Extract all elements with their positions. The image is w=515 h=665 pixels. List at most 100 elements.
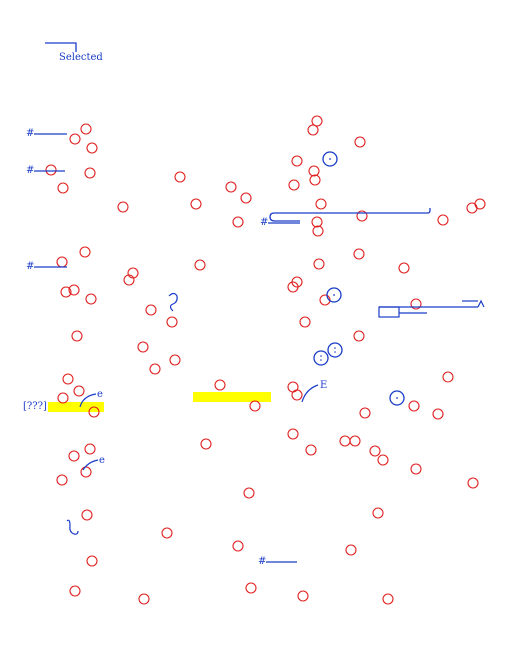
red-circle-marker[interactable] bbox=[166, 316, 178, 328]
red-circle-marker[interactable] bbox=[245, 582, 257, 594]
letter-E-label: E bbox=[320, 380, 328, 391]
red-circle-marker[interactable] bbox=[442, 371, 454, 383]
blue-circle[interactable] bbox=[322, 151, 338, 167]
red-circle-marker[interactable] bbox=[249, 400, 261, 412]
red-circle-marker[interactable] bbox=[80, 123, 92, 135]
highlight-bar bbox=[193, 392, 271, 402]
red-circle-marker[interactable] bbox=[287, 428, 299, 440]
red-circle-marker[interactable] bbox=[169, 354, 181, 366]
red-circle-marker[interactable] bbox=[353, 248, 365, 260]
red-circle-marker[interactable] bbox=[138, 593, 150, 605]
red-circle-marker[interactable] bbox=[85, 293, 97, 305]
red-circle-marker[interactable] bbox=[232, 540, 244, 552]
blue-circle[interactable] bbox=[389, 390, 405, 406]
curve-marks bbox=[66, 292, 319, 535]
red-circle-marker[interactable] bbox=[432, 408, 444, 420]
red-circle-marker[interactable] bbox=[81, 509, 93, 521]
red-circle-marker[interactable] bbox=[311, 115, 323, 127]
blue-circle[interactable] bbox=[326, 287, 342, 303]
red-circle-marker[interactable] bbox=[84, 167, 96, 179]
red-circle-marker[interactable] bbox=[305, 444, 317, 456]
red-circle-marker[interactable] bbox=[86, 142, 98, 154]
red-circle-marker[interactable] bbox=[349, 435, 361, 447]
red-circle-marker[interactable] bbox=[60, 286, 72, 298]
red-circle-marker[interactable] bbox=[62, 373, 74, 385]
red-circle-marker[interactable] bbox=[312, 225, 324, 237]
red-circle-marker[interactable] bbox=[382, 593, 394, 605]
red-circle-marker[interactable] bbox=[345, 544, 357, 556]
red-circle-marker[interactable] bbox=[88, 406, 100, 418]
blue-circles-group bbox=[313, 151, 405, 406]
red-circle-marker[interactable] bbox=[71, 330, 83, 342]
red-circle-marker[interactable] bbox=[117, 201, 129, 213]
red-circle-marker[interactable] bbox=[56, 256, 68, 268]
red-circle-marker[interactable] bbox=[79, 246, 91, 258]
red-circle-marker[interactable] bbox=[240, 192, 252, 204]
red-circle-marker[interactable] bbox=[474, 198, 486, 210]
red-circle-marker[interactable] bbox=[359, 407, 371, 419]
red-circle-marker[interactable] bbox=[307, 124, 319, 136]
red-circle-marker[interactable] bbox=[291, 155, 303, 167]
red-circle-marker[interactable] bbox=[299, 316, 311, 328]
red-circle-marker[interactable] bbox=[398, 262, 410, 274]
red-circle-marker[interactable] bbox=[73, 385, 85, 397]
red-circle-marker[interactable] bbox=[467, 477, 479, 489]
highlight-bar bbox=[48, 402, 104, 412]
red-circle-marker[interactable] bbox=[291, 389, 303, 401]
red-circle-marker[interactable] bbox=[200, 438, 212, 450]
blue-circle[interactable] bbox=[327, 342, 343, 358]
red-circle-marker[interactable] bbox=[339, 435, 351, 447]
red-circle-marker[interactable] bbox=[308, 165, 320, 177]
red-circle-marker[interactable] bbox=[288, 179, 300, 191]
red-circle-marker[interactable] bbox=[190, 198, 202, 210]
letter-e-label: e bbox=[97, 389, 103, 400]
red-circle-marker[interactable] bbox=[145, 304, 157, 316]
red-circle-marker[interactable] bbox=[45, 164, 57, 176]
red-circle-marker[interactable] bbox=[287, 281, 299, 293]
red-circle-marker[interactable] bbox=[68, 284, 80, 296]
red-circle-marker[interactable] bbox=[80, 466, 92, 478]
red-circle-marker[interactable] bbox=[410, 463, 422, 475]
hash-label: # bbox=[260, 217, 269, 228]
red-circle-marker[interactable] bbox=[356, 210, 368, 222]
red-circle-marker[interactable] bbox=[56, 474, 68, 486]
red-circle-marker[interactable] bbox=[57, 182, 69, 194]
blue-circle-dots bbox=[320, 158, 398, 399]
red-circle-marker[interactable] bbox=[174, 171, 186, 183]
red-circle-marker[interactable] bbox=[84, 443, 96, 455]
red-circle-marker[interactable] bbox=[377, 454, 389, 466]
letter-e-label: e bbox=[99, 455, 105, 466]
red-circle-marker[interactable] bbox=[369, 445, 381, 457]
red-circle-marker[interactable] bbox=[194, 259, 206, 271]
red-circle-marker[interactable] bbox=[57, 392, 69, 404]
red-circle-marker[interactable] bbox=[232, 216, 244, 228]
red-circle-marker[interactable] bbox=[123, 274, 135, 286]
red-circle-marker[interactable] bbox=[408, 400, 420, 412]
red-circle-marker[interactable] bbox=[353, 330, 365, 342]
red-circle-marker[interactable] bbox=[161, 527, 173, 539]
red-circle-marker[interactable] bbox=[69, 133, 81, 145]
red-circle-marker[interactable] bbox=[372, 507, 384, 519]
red-circle-marker[interactable] bbox=[311, 216, 323, 228]
blue-circle[interactable] bbox=[313, 350, 329, 366]
red-circle-marker[interactable] bbox=[313, 258, 325, 270]
red-circle-marker[interactable] bbox=[437, 214, 449, 226]
red-circle-marker[interactable] bbox=[214, 379, 226, 391]
red-circle-marker[interactable] bbox=[225, 181, 237, 193]
red-circle-marker[interactable] bbox=[137, 341, 149, 353]
legend-selected-label: Selected bbox=[59, 52, 103, 63]
red-circle-marker[interactable] bbox=[86, 555, 98, 567]
red-circle-marker[interactable] bbox=[243, 487, 255, 499]
red-circle-marker[interactable] bbox=[297, 590, 309, 602]
red-circle-marker[interactable] bbox=[68, 450, 80, 462]
red-circle-marker[interactable] bbox=[315, 198, 327, 210]
hash-leader-lines bbox=[34, 133, 300, 563]
red-circle-marker[interactable] bbox=[309, 174, 321, 186]
legend-bracket bbox=[45, 42, 77, 52]
red-circle-marker[interactable] bbox=[69, 585, 81, 597]
red-circle-marker[interactable] bbox=[149, 363, 161, 375]
hash-label: # bbox=[26, 165, 35, 176]
red-circle-marker[interactable] bbox=[354, 136, 366, 148]
red-circle-marker[interactable] bbox=[410, 298, 422, 310]
